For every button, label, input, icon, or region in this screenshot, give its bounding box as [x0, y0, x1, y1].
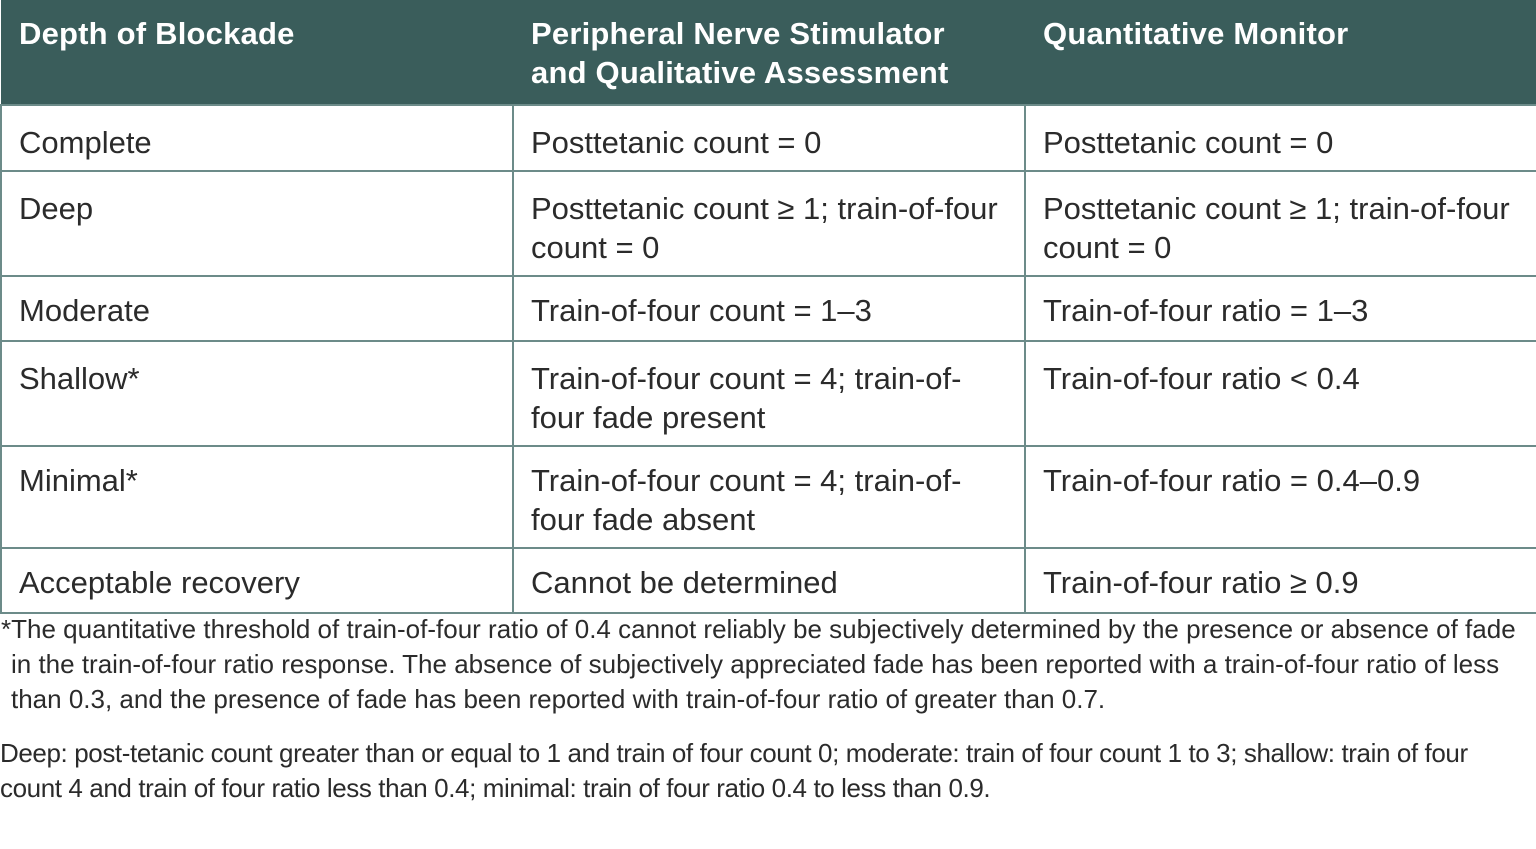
cell-qualitative: Cannot be determined: [512, 547, 1026, 614]
cell-depth: Minimal*: [0, 445, 514, 549]
table-row-acceptable-recovery: Acceptable recovery Cannot be determined…: [0, 547, 1536, 614]
table-row-minimal: Minimal* Train-of-four count = 4; train-…: [0, 445, 1536, 549]
asterisk-footnote: *The quantitative threshold of train-of-…: [1, 614, 1516, 714]
cell-depth: Moderate: [0, 275, 514, 342]
table-row-shallow: Shallow* Train-of-four count = 4; train-…: [0, 340, 1536, 447]
cell-depth: Deep: [0, 170, 514, 277]
cell-qualitative: Train-of-four count = 4; train-of-four f…: [512, 445, 1026, 549]
header-quantitative-monitor: Quantitative Monitor: [1025, 0, 1536, 105]
header-peripheral-nerve-stimulator: Peripheral Nerve Stimulator and Qualitat…: [513, 0, 1025, 105]
table-row-complete: Complete Posttetanic count = 0 Posttetan…: [0, 104, 1536, 172]
cell-quantitative: Train-of-four ratio < 0.4: [1024, 340, 1536, 447]
header-depth-of-blockade: Depth of Blockade: [1, 0, 513, 105]
table-footnotes: *The quantitative threshold of train-of-…: [0, 612, 1536, 806]
cell-quantitative: Posttetanic count ≥ 1; train-of-four cou…: [1024, 170, 1536, 277]
table-row-deep: Deep Posttetanic count ≥ 1; train-of-fou…: [0, 170, 1536, 277]
cell-qualitative: Train-of-four count = 4; train-of-four f…: [512, 340, 1026, 447]
cell-depth: Acceptable recovery: [0, 547, 514, 614]
cell-qualitative: Train-of-four count = 1–3: [512, 275, 1026, 342]
table-header-row: Depth of Blockade Peripheral Nerve Stimu…: [1, 0, 1536, 105]
cell-quantitative: Posttetanic count = 0: [1024, 104, 1536, 172]
cell-depth: Complete: [0, 104, 514, 172]
table-row-moderate: Moderate Train-of-four count = 1–3 Train…: [0, 275, 1536, 342]
cell-qualitative: Posttetanic count ≥ 1; train-of-four cou…: [512, 170, 1026, 277]
cell-quantitative: Train-of-four ratio = 1–3: [1024, 275, 1536, 342]
cell-qualitative: Posttetanic count = 0: [512, 104, 1026, 172]
cell-quantitative: Train-of-four ratio ≥ 0.9: [1024, 547, 1536, 614]
cell-depth: Shallow*: [0, 340, 514, 447]
blockade-depth-table: Depth of Blockade Peripheral Nerve Stimu…: [0, 0, 1536, 614]
cell-quantitative: Train-of-four ratio = 0.4–0.9: [1024, 445, 1536, 549]
abbreviation-footnote: Deep: post-tetanic count greater than or…: [0, 738, 1468, 803]
